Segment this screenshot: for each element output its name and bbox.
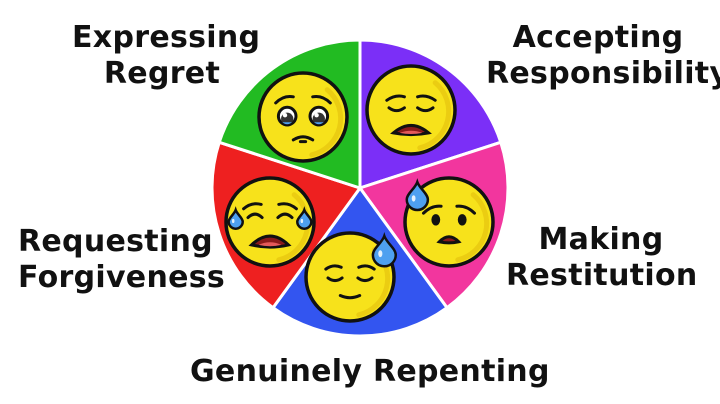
anguished-face-icon: [365, 64, 457, 156]
label-requesting-forgiveness: Requesting Forgiveness: [18, 224, 226, 295]
label-genuinely-repenting: Genuinely Repenting: [190, 354, 550, 389]
relieved-sweat-face-icon: [304, 231, 398, 323]
label-making-restitution: Making Restitution: [506, 222, 698, 293]
label-accepting-responsibility: Accepting Responsibility: [486, 20, 720, 91]
wheel-rim: [211, 39, 509, 337]
anxious-sweat-face-icon: [403, 176, 495, 268]
label-expressing-regret: Expressing Regret: [72, 20, 261, 91]
faces: [224, 64, 495, 323]
pleading-face-icon: [257, 71, 349, 163]
crying-face-icon: [224, 176, 316, 268]
